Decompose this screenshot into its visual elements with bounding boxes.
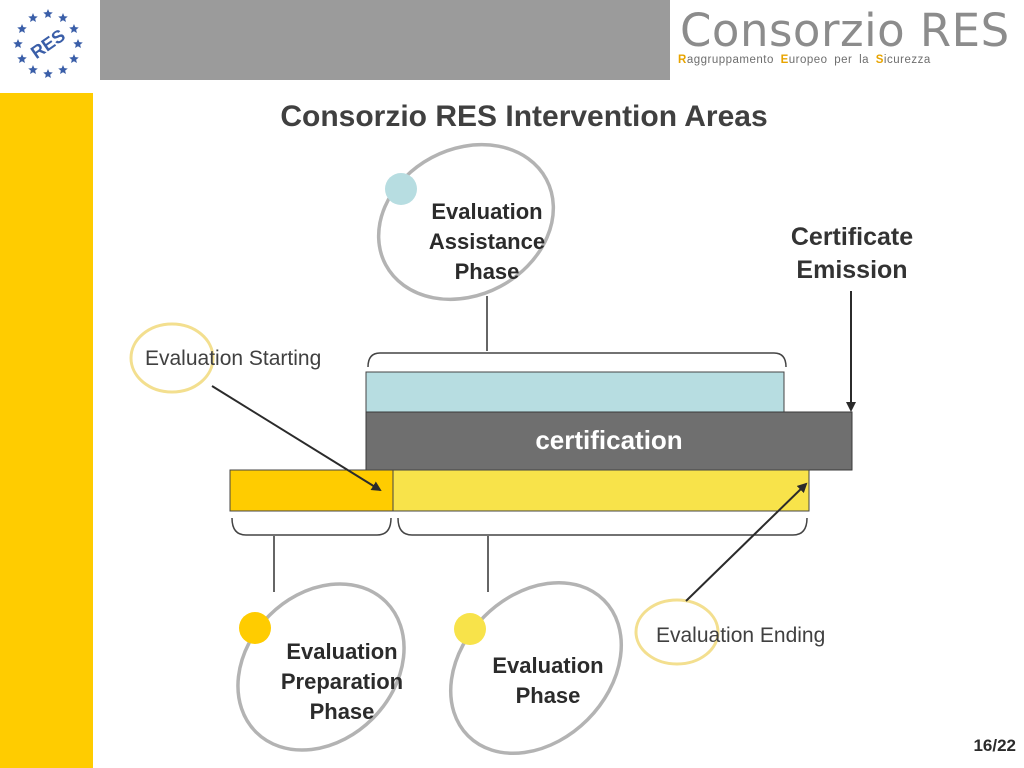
certification-bar: [365, 411, 853, 471]
assistance-phase-bar: [365, 371, 785, 413]
logo-star-icon: [17, 24, 27, 34]
evaluation-line-1: Evaluation: [492, 653, 604, 678]
tagline-rest: aggruppamento: [686, 54, 774, 66]
preparation-line-2: Preparation: [280, 669, 404, 694]
logo-star-icon: [28, 64, 38, 75]
slide-title: Consorzio RES Intervention Areas: [280, 100, 768, 133]
preparation-bubble-label: Evaluation Preparation Phase: [262, 637, 422, 727]
logo-star-icon: [13, 39, 23, 49]
logo-star-icon: [43, 9, 53, 19]
logo-star-icon: [69, 54, 79, 64]
tagline-initial: S: [875, 54, 884, 66]
certificate-line-2: Emission: [796, 256, 908, 284]
evaluation-line-2: Phase: [515, 683, 581, 708]
brand-name: Consorzio RES: [680, 4, 1010, 57]
brand-panel: Consorzio RES Raggruppamento Europeo per…: [670, 0, 1024, 80]
logo-star-icon: [43, 69, 53, 79]
assistance-line-2: Assistance: [428, 229, 546, 254]
evaluation-bubble-outline: [448, 580, 624, 756]
starting-marker-circle: [129, 322, 215, 394]
assistance-line-1: Evaluation: [431, 199, 543, 224]
tagline-word: Raggruppamento: [678, 54, 774, 66]
brand-tagline: Raggruppamento Europeo per la Sicurezza: [678, 54, 931, 66]
tagline-word: Europeo: [781, 54, 828, 66]
tagline-rest: la: [859, 54, 870, 66]
certification-label: certification: [535, 425, 683, 455]
preparation-line-3: Phase: [309, 699, 375, 724]
preparation-bubble-outline: [236, 582, 406, 752]
res-logo: RES: [0, 0, 100, 80]
logo-star-icon: [58, 13, 68, 23]
evaluation-bubble-label: Evaluation Phase: [473, 651, 623, 711]
logo-star-icon: [58, 64, 68, 75]
logo-star-icon: [28, 13, 38, 23]
preparation-phase-bar: [229, 469, 394, 512]
ending-marker-circle: [634, 598, 720, 666]
evaluation-ending-arrow: [685, 482, 808, 602]
assistance-bubble-dot: [385, 173, 417, 205]
logo-stars: [13, 9, 83, 79]
evaluation-bubble-dot: [454, 613, 486, 645]
preparation-bubble-dot: [239, 612, 271, 644]
tagline-rest: uropeo: [788, 54, 828, 66]
tagline-word: per: [834, 54, 852, 66]
assistance-brace: [367, 352, 787, 368]
preparation-brace: [231, 517, 392, 536]
tagline-word: Sicurezza: [876, 54, 931, 66]
tagline-rest: per: [834, 54, 853, 66]
logo-star-icon: [69, 24, 79, 34]
evaluation-starting-label: Evaluation Starting: [145, 347, 322, 370]
evaluation-phase-bar: [392, 469, 810, 512]
assistance-bubble-label: Evaluation Assistance Phase: [412, 197, 562, 287]
tagline-rest: icurezza: [883, 54, 931, 66]
side-accent-strip: [0, 93, 93, 768]
logo-star-icon: [73, 39, 83, 49]
logo-star-icon: [17, 54, 27, 64]
assistance-bubble-outline: [376, 142, 556, 302]
certificate-emission-label: Certificate Emission: [762, 221, 942, 287]
tagline-initial: E: [780, 54, 789, 66]
evaluation-starting-arrow: [211, 385, 382, 492]
page-number: 16/22: [973, 736, 1016, 755]
evaluation-ending-label: Evaluation Ending: [656, 624, 826, 647]
assistance-line-3: Phase: [454, 259, 520, 284]
tagline-word: la: [859, 54, 869, 66]
tagline-initial: R: [678, 54, 687, 66]
certificate-line-1: Certificate: [790, 223, 914, 251]
preparation-line-1: Evaluation: [286, 639, 398, 664]
evaluation-brace: [397, 517, 808, 536]
res-logo-graphic: RES: [13, 9, 83, 79]
